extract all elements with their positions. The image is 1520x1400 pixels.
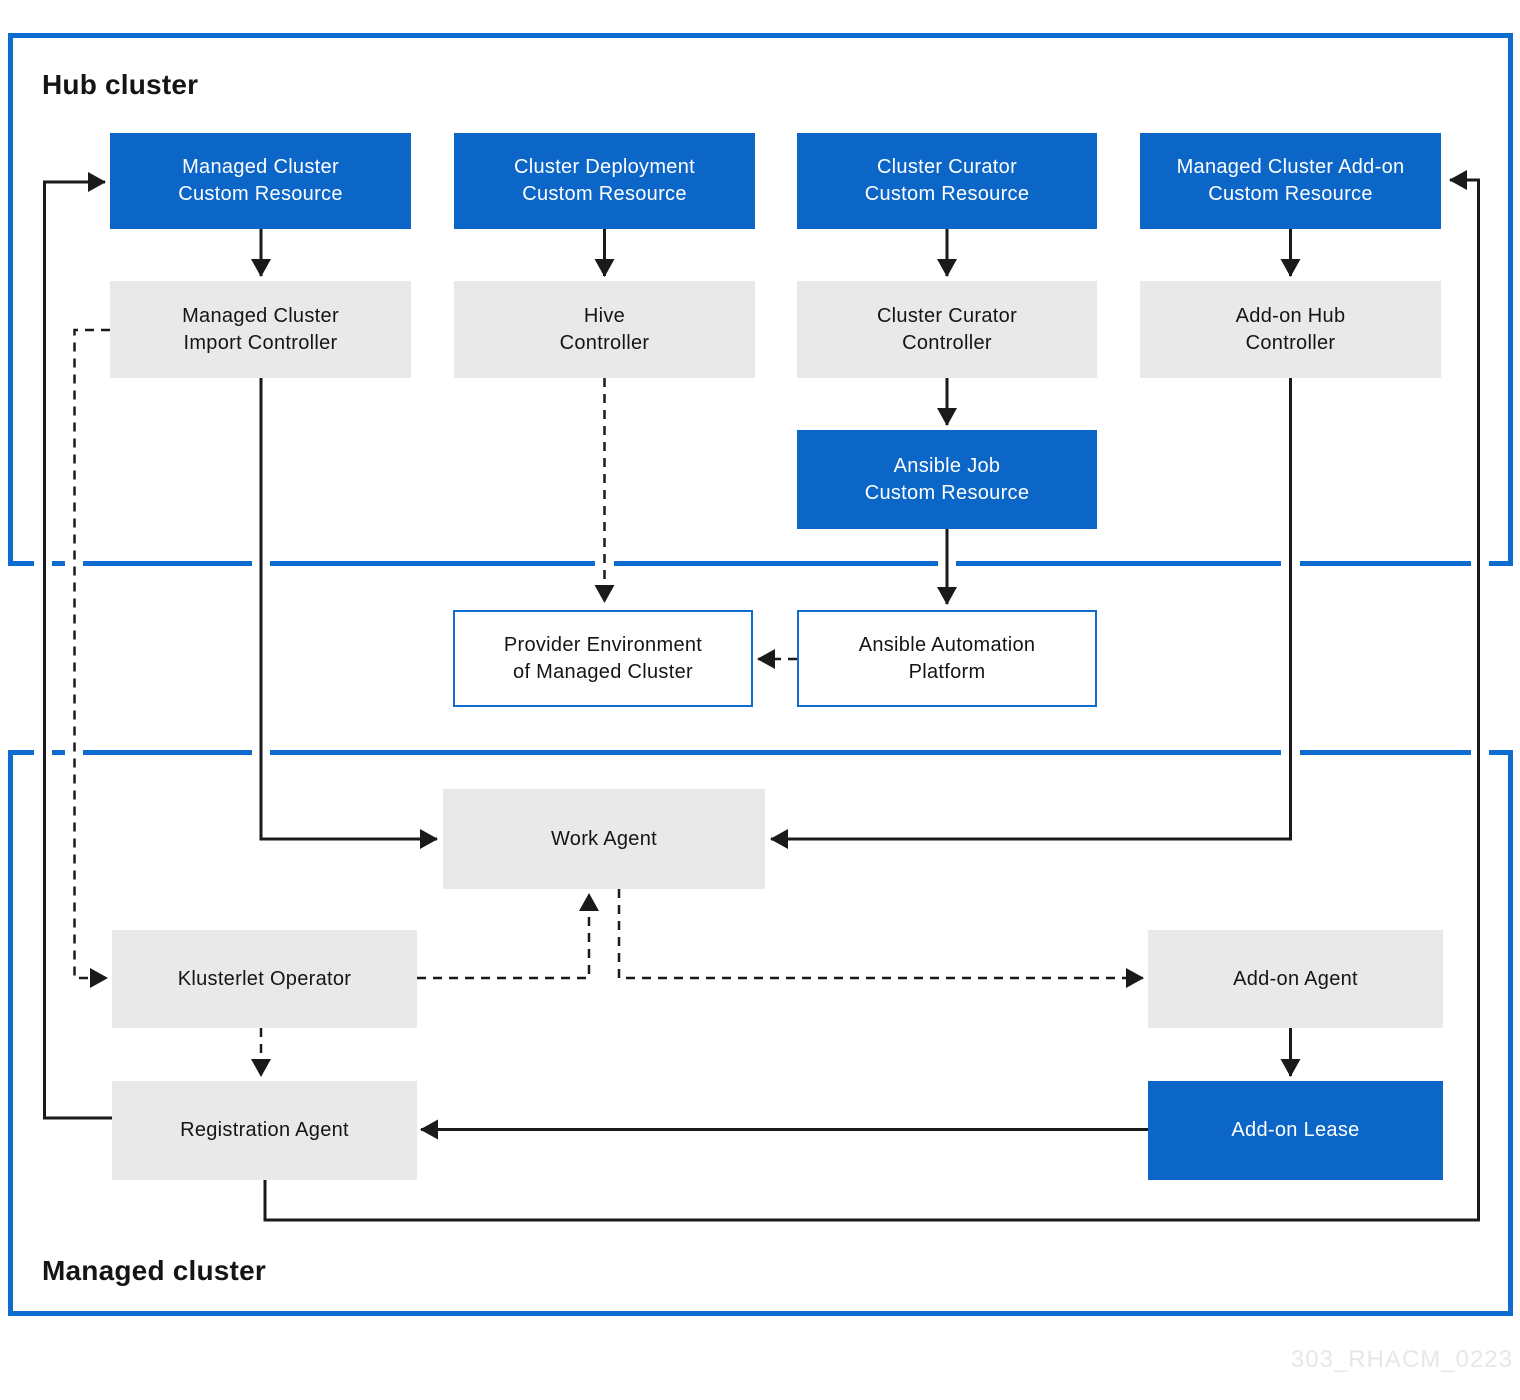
node-managed-cluster-import-controller: Managed Cluster Import Controller xyxy=(110,281,411,378)
node-managed-cluster-addon-custom-resource: Managed Cluster Add-on Custom Resource xyxy=(1140,133,1441,229)
edge-import-controller-to-work-agent xyxy=(259,378,438,849)
edge-work-agent-to-addon-agent xyxy=(617,889,1144,988)
edge-registration-agent-to-addon-cr xyxy=(263,170,1480,1222)
managed-cluster-title: Managed cluster xyxy=(42,1255,266,1286)
node-addon-lease: Add-on Lease xyxy=(1148,1081,1443,1180)
node-ansible-automation-platform: Ansible Automation Platform xyxy=(797,610,1097,707)
watermark-label: 303_RHACM_0223 xyxy=(1290,1346,1513,1373)
node-cluster-deployment-custom-resource: Cluster Deployment Custom Resource xyxy=(454,133,755,229)
edge-addon-hub-controller-to-work-agent xyxy=(770,378,1292,849)
node-addon-agent: Add-on Agent xyxy=(1148,930,1443,1028)
node-registration-agent: Registration Agent xyxy=(112,1081,417,1180)
node-addon-hub-controller: Add-on Hub Controller xyxy=(1140,281,1441,378)
hub-cluster-title: Hub cluster xyxy=(42,69,199,100)
node-work-agent: Work Agent xyxy=(443,789,765,889)
node-hive-controller: Hive Controller xyxy=(454,281,755,378)
edge-import-controller-to-klusterlet-operator xyxy=(73,328,110,988)
edge-registration-agent-to-managed-cluster-cr xyxy=(43,172,112,1120)
node-ansible-job-custom-resource: Ansible Job Custom Resource xyxy=(797,430,1097,529)
node-managed-cluster-custom-resource: Managed Cluster Custom Resource xyxy=(110,133,411,229)
edge-klusterlet-operator-to-work-agent xyxy=(417,893,599,980)
node-cluster-curator-controller: Cluster Curator Controller xyxy=(797,281,1097,378)
node-cluster-curator-custom-resource: Cluster Curator Custom Resource xyxy=(797,133,1097,229)
node-provider-environment: Provider Environment of Managed Cluster xyxy=(453,610,753,707)
node-klusterlet-operator: Klusterlet Operator xyxy=(112,930,417,1028)
